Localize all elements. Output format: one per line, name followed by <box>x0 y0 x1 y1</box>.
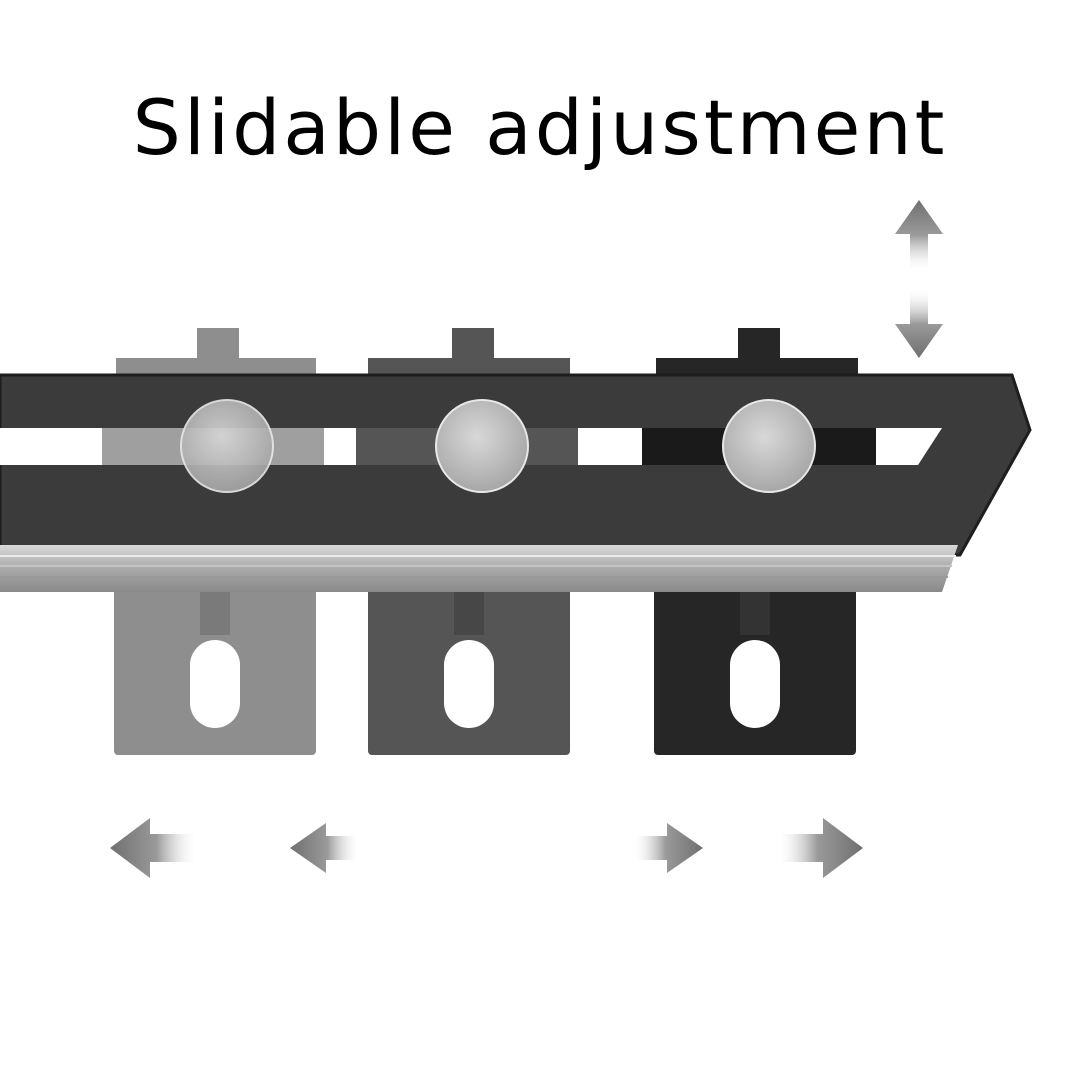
top-plate <box>116 358 316 378</box>
left-arrow-icon <box>290 823 358 873</box>
slide-arrows <box>110 818 863 878</box>
top-tab <box>197 328 239 360</box>
right-arrow-icon <box>635 823 703 873</box>
knob <box>722 399 816 493</box>
bracket-plate-mid <box>368 585 570 755</box>
knob <box>180 399 274 493</box>
top-tab <box>738 328 780 360</box>
bracket-plate-dark <box>654 585 856 755</box>
rail <box>0 373 1032 592</box>
up-down-arrow-icon <box>895 200 943 358</box>
left-arrow-icon <box>110 818 195 878</box>
top-tab <box>452 328 494 360</box>
bracket-plate-light <box>114 585 316 755</box>
right-arrow-icon <box>780 818 863 878</box>
page-title: Slidable adjustment <box>132 83 948 172</box>
top-plate <box>656 358 858 378</box>
bracket-hanging-plates <box>114 585 856 755</box>
knob <box>435 399 529 493</box>
top-plate <box>368 358 570 378</box>
bracket-top-tabs <box>116 328 858 378</box>
bracket-knobs <box>180 399 816 493</box>
